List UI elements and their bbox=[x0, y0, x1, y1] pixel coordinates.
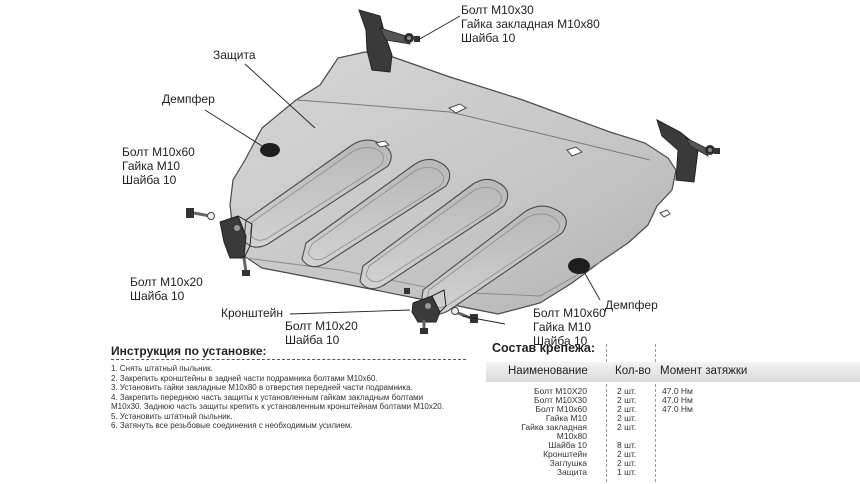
damper-left bbox=[260, 143, 280, 157]
instruction-step: М10х30. Заднюю часть защиты крепить к ус… bbox=[111, 402, 444, 411]
fasteners-title: Состав крепежа: bbox=[492, 341, 595, 355]
cell-torque: 47.0 Нм bbox=[662, 395, 693, 405]
bolt-m10x30-top bbox=[414, 36, 420, 42]
bolt-m10x20-left bbox=[242, 257, 250, 276]
cell-qty: 2 шт. bbox=[617, 386, 637, 396]
bolt-m10x20-mid bbox=[420, 320, 428, 334]
header-torque: Момент затяжки bbox=[660, 365, 748, 377]
header-qty: Кол-во bbox=[615, 365, 651, 377]
instructions-divider bbox=[111, 359, 466, 360]
front-bracket-top bbox=[358, 9, 414, 73]
front-fold-line bbox=[295, 99, 651, 161]
cell-qty: 2 шт. bbox=[617, 395, 637, 405]
cell-name: Гайка М10 bbox=[545, 413, 587, 423]
label-line: Гайка закладная М10х80 bbox=[461, 17, 600, 31]
cell-name: Болт М10Х30 bbox=[534, 395, 587, 405]
plate-holes bbox=[375, 103, 671, 218]
instruction-step: 4. Закрепить переднюю часть защиты к уст… bbox=[111, 392, 424, 402]
cell-qty: 2 шт. bbox=[617, 449, 637, 459]
instruction-step: 3. Установить гайки закладные М10х80 в о… bbox=[111, 383, 413, 392]
table-column-divider bbox=[606, 344, 607, 482]
label-group-top-right: Болт М10х30 Гайка закладная М10х80 Шайба… bbox=[461, 3, 600, 45]
instruction-step: 1. Снять штатный пыльник. bbox=[111, 364, 213, 373]
fasteners-table-header: Наименование Кол-во Момент затяжки bbox=[486, 362, 860, 382]
bolt-m10x30-right bbox=[714, 148, 720, 154]
label-group-left-low: Болт М10х20 Шайба 10 bbox=[130, 275, 203, 303]
damper-right bbox=[568, 258, 590, 274]
label-line: Шайба 10 bbox=[122, 173, 177, 187]
label-group-bottom-right: Болт М10х60 Гайка М10 Шайба 10 bbox=[533, 306, 606, 348]
label-dempfer-left: Демпфер bbox=[162, 92, 215, 106]
label-kronshtein: Кронштейн bbox=[221, 306, 283, 320]
header-name: Наименование bbox=[508, 365, 588, 377]
label-line: Болт М10х60 bbox=[533, 306, 606, 320]
cell-torque: 47.0 Нм bbox=[662, 386, 693, 396]
rear-bracket-left bbox=[219, 215, 253, 259]
cell-qty: 8 шт. bbox=[617, 440, 637, 450]
front-bracket-right bbox=[656, 118, 715, 183]
bolt-m10x60-left bbox=[186, 208, 215, 220]
instruction-step: 5. Установить штатный пыльник. bbox=[111, 411, 233, 421]
cell-name: Заглушка bbox=[549, 458, 587, 468]
label-line: Гайка М10 bbox=[122, 159, 181, 173]
instructions-title: Инструкция по установке: bbox=[111, 344, 267, 358]
label-line: Гайка М10 bbox=[533, 320, 592, 334]
cell-qty: 2 шт. bbox=[617, 413, 637, 423]
instructions-list: 1. Снять штатный пыльник. 2. Закрепить к… bbox=[111, 364, 471, 431]
label-group-left: Болт М10х60 Гайка М10 Шайба 10 bbox=[122, 145, 195, 187]
label-group-bottom-mid: Болт М10х20 Шайба 10 bbox=[285, 319, 358, 347]
label-zashchita: Защита bbox=[213, 48, 256, 62]
cell-torque: 47.0 Нм bbox=[662, 404, 693, 414]
cell-name: Болт М10х60 bbox=[535, 404, 587, 414]
cell-name: Шайба 10 bbox=[548, 440, 587, 450]
instruction-step: 2. Закрепить кронштейны в задней части п… bbox=[111, 373, 378, 383]
label-line: Болт М10х20 bbox=[285, 319, 358, 333]
cell-qty: 2 шт. bbox=[617, 422, 637, 432]
cell-name: М10х80 bbox=[556, 431, 587, 441]
cell-qty: 1 шт. bbox=[617, 467, 637, 477]
cell-name: Защита bbox=[556, 467, 587, 477]
cell-qty: 2 шт. bbox=[617, 404, 637, 414]
instruction-step: 6. Затянуть все резьбовые соединения с н… bbox=[111, 421, 353, 430]
label-line: Шайба 10 bbox=[533, 334, 588, 348]
table-column-divider bbox=[655, 344, 656, 482]
leader-lines bbox=[204, 15, 601, 325]
label-line: Шайба 10 bbox=[130, 289, 185, 303]
label-line: Болт М10х20 bbox=[130, 275, 203, 289]
cell-name: Кронштейн bbox=[543, 449, 587, 459]
label-dempfer-right: Демпфер bbox=[605, 298, 658, 312]
cell-qty: 2 шт. bbox=[617, 458, 637, 468]
stiffening-slots bbox=[243, 139, 567, 316]
cell-name: Болт М10Х20 bbox=[534, 386, 587, 396]
label-line: Болт М10х30 bbox=[461, 3, 534, 17]
label-line: Шайба 10 bbox=[285, 333, 340, 347]
cell-name: Гайка закладная bbox=[521, 422, 587, 432]
label-line: Шайба 10 bbox=[461, 31, 516, 45]
label-line: Болт М10х60 bbox=[122, 145, 195, 159]
rear-bracket-right bbox=[411, 289, 447, 323]
